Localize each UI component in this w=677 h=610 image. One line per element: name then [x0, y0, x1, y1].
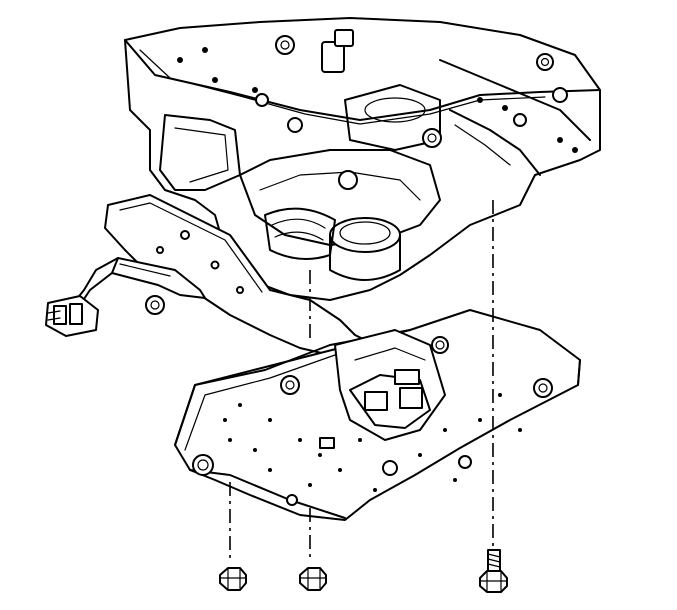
wiring-harness-connector: [45, 257, 206, 337]
hex-bolt-center: [299, 567, 327, 591]
long-bolt-right: [479, 549, 508, 593]
transaxle-case: [124, 17, 601, 301]
bottom-cover-plate: [174, 309, 581, 521]
hex-bolt-left: [219, 567, 247, 591]
bolt-alignment-lines: [229, 200, 494, 562]
